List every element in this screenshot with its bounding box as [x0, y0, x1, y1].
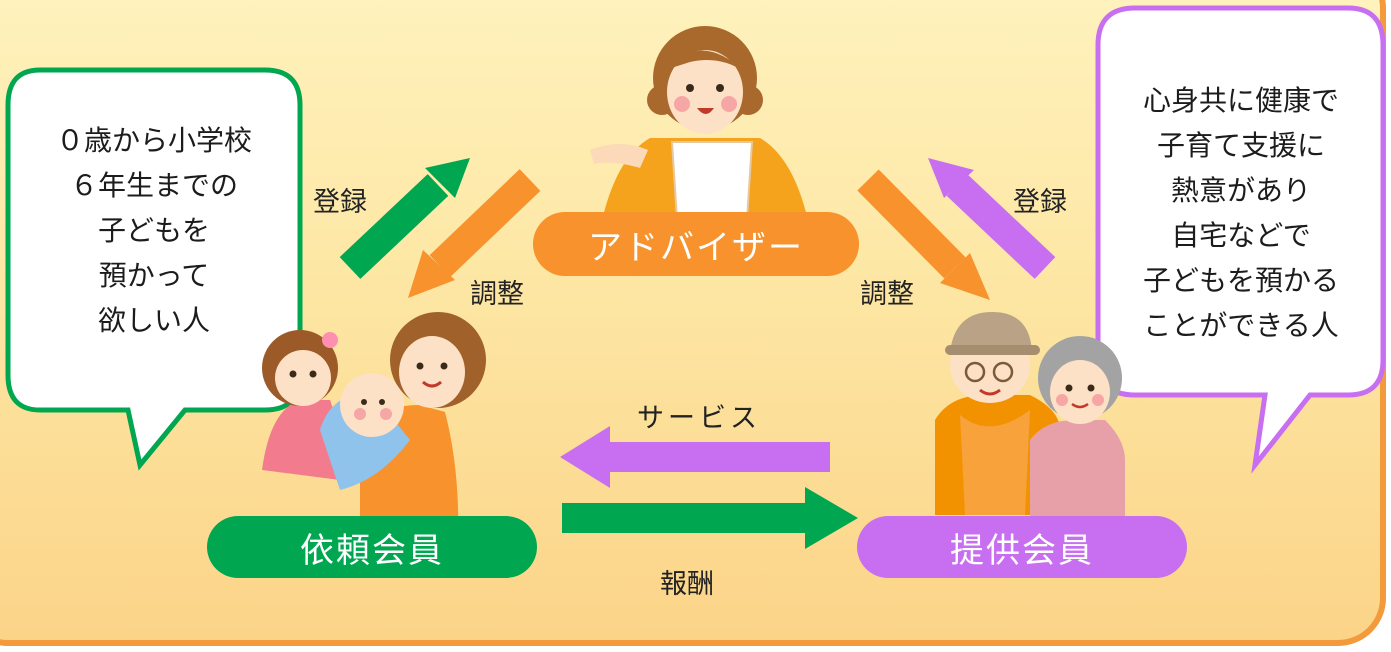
left-bubble-line: ０歳から小学校 — [55, 124, 252, 157]
left-bubble-line: 預かって — [98, 259, 210, 292]
service-label: サービス — [637, 403, 761, 434]
provider-member-label: 提供会員 — [950, 530, 1094, 571]
advisor-label: アドバイザー — [588, 227, 804, 268]
arrow-left-adjust — [408, 169, 541, 298]
right-bubble-line: 子育て支援に — [1156, 129, 1325, 162]
arrow-reward — [562, 487, 858, 549]
right-adjust-label: 調整 — [860, 279, 914, 310]
left-bubble-line: ６年生までの — [69, 169, 238, 202]
advisor-pill: アドバイザー — [533, 212, 859, 276]
left-bubble-line: 欲しい人 — [97, 304, 210, 337]
arrow-right-register — [928, 158, 1056, 279]
requester-family-illustration — [262, 312, 486, 540]
advisor-illustration — [590, 26, 812, 240]
right-register-label: 登録 — [1013, 187, 1067, 218]
arrow-service — [560, 426, 830, 488]
left-adjust-label: 調整 — [470, 279, 524, 310]
right-bubble-line: ことができる人 — [1143, 309, 1339, 342]
arrow-left-register — [339, 158, 470, 279]
left-bubble-line: 子どもを — [97, 214, 210, 247]
provider-member-pill: 提供会員 — [857, 516, 1187, 578]
reward-label: 報酬 — [660, 569, 714, 600]
right-bubble-line: 子どもを預かる — [1142, 264, 1339, 297]
right-bubble-line: 自宅などで — [1171, 219, 1311, 252]
left-register-label: 登録 — [313, 187, 367, 218]
right-bubble-line: 熱意があり — [1170, 174, 1311, 207]
left-speech-bubble — [5, 67, 303, 471]
requester-member-pill: 依頼会員 — [207, 516, 537, 578]
right-speech-bubble — [1095, 5, 1386, 474]
provider-couple-illustration — [935, 312, 1125, 520]
left-bubble-text: ０歳から小学校 ６年生までの 子どもを 預かって 欲しい人 — [22, 118, 286, 343]
requester-member-label: 依頼会員 — [300, 530, 444, 571]
right-bubble-line: 心身共に健康で — [1142, 84, 1339, 117]
right-bubble-text: 心身共に健康で 子育て支援に 熱意があり 自宅などで 子どもを預かる ことができ… — [1108, 78, 1374, 348]
arrow-right-adjust — [857, 169, 990, 300]
